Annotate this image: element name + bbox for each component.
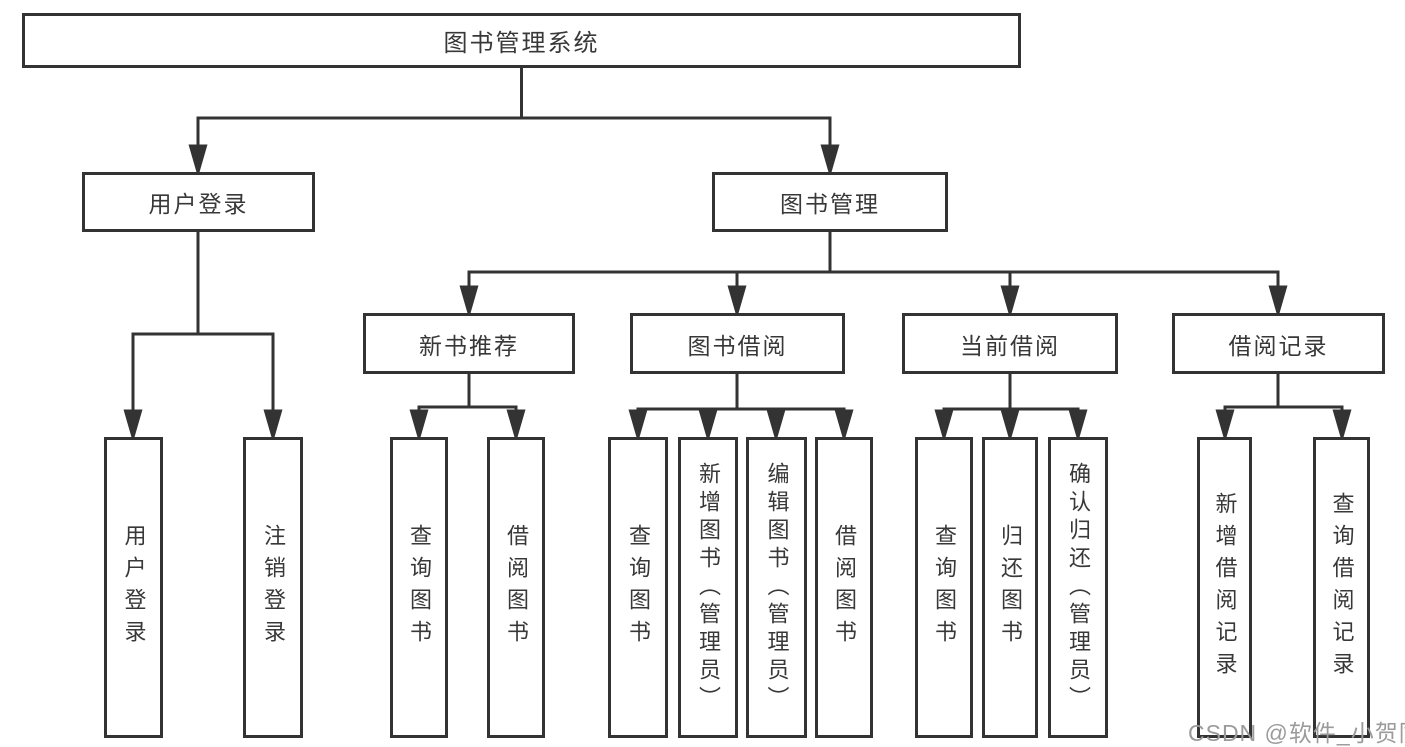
leaf-add-books-admin: 新增图书（管理员） <box>678 437 738 738</box>
node-label: 图书管理 <box>780 191 880 217</box>
connector-user-login-to-leaves <box>123 232 283 443</box>
connector-records-to-leaves <box>1215 374 1352 443</box>
leaf-return-books: 归还图书 <box>982 437 1038 738</box>
node-label: 借阅记录 <box>1228 332 1329 359</box>
leaf-query-books-current: 查询图书 <box>915 437 973 738</box>
node-library-management-system: 图书管理系统 <box>22 13 1021 68</box>
node-label: 确认归还（管理员） <box>1066 461 1091 714</box>
connector-book-borrow-to-leaves <box>628 374 854 443</box>
watermark: CSDN @软件_小贺同学 <box>1188 720 1405 746</box>
node-label: 查询图书 <box>626 523 651 652</box>
node-label: 当前借阅 <box>960 332 1060 359</box>
node-label: 编辑图书（管理员） <box>764 461 790 714</box>
node-user-login: 用户登录 <box>82 172 315 232</box>
node-new-book-recommend: 新书推荐 <box>363 313 575 374</box>
connector-root-to-level2 <box>188 68 840 178</box>
leaf-add-borrow-record: 新增借阅记录 <box>1197 437 1252 738</box>
node-label: 查询图书 <box>932 523 957 652</box>
leaf-user-login: 用户登录 <box>104 437 163 738</box>
leaf-query-books-borrow: 查询图书 <box>608 437 668 738</box>
node-label: 归还图书 <box>998 523 1023 652</box>
node-label: 图书借阅 <box>687 332 788 359</box>
leaf-borrow-books: 借阅图书 <box>815 437 873 738</box>
node-book-borrow: 图书借阅 <box>630 313 845 374</box>
node-label: 用户登录 <box>121 523 147 652</box>
leaf-confirm-return-admin: 确认归还（管理员） <box>1048 437 1108 738</box>
node-label: 查询图书 <box>407 523 432 652</box>
leaf-borrow-books-recommend: 借阅图书 <box>487 437 545 738</box>
leaf-query-borrow-record: 查询借阅记录 <box>1313 437 1370 738</box>
node-label: 新书推荐 <box>419 332 519 359</box>
node-label: 借阅图书 <box>504 523 529 652</box>
node-label: 注销登录 <box>261 523 286 652</box>
node-label: 新增图书（管理员） <box>696 461 721 714</box>
node-label: 新增借阅记录 <box>1212 491 1238 684</box>
connector-current-borrow-to-leaves <box>934 374 1088 443</box>
node-label: 借阅图书 <box>832 523 857 652</box>
connector-new-book-to-leaves <box>409 374 526 443</box>
node-borrow-records: 借阅记录 <box>1172 313 1385 374</box>
node-label: 图书管理系统 <box>443 30 600 57</box>
leaf-logout: 注销登录 <box>243 437 303 738</box>
leaf-query-books-recommend: 查询图书 <box>390 437 448 738</box>
leaf-edit-books-admin: 编辑图书（管理员） <box>746 437 807 738</box>
node-book-management: 图书管理 <box>712 172 948 232</box>
node-current-borrow: 当前借阅 <box>902 313 1118 374</box>
node-label: 查询借阅记录 <box>1329 491 1355 684</box>
connector-book-mgmt-to-level3 <box>459 232 1288 319</box>
node-label: 用户登录 <box>148 191 249 217</box>
